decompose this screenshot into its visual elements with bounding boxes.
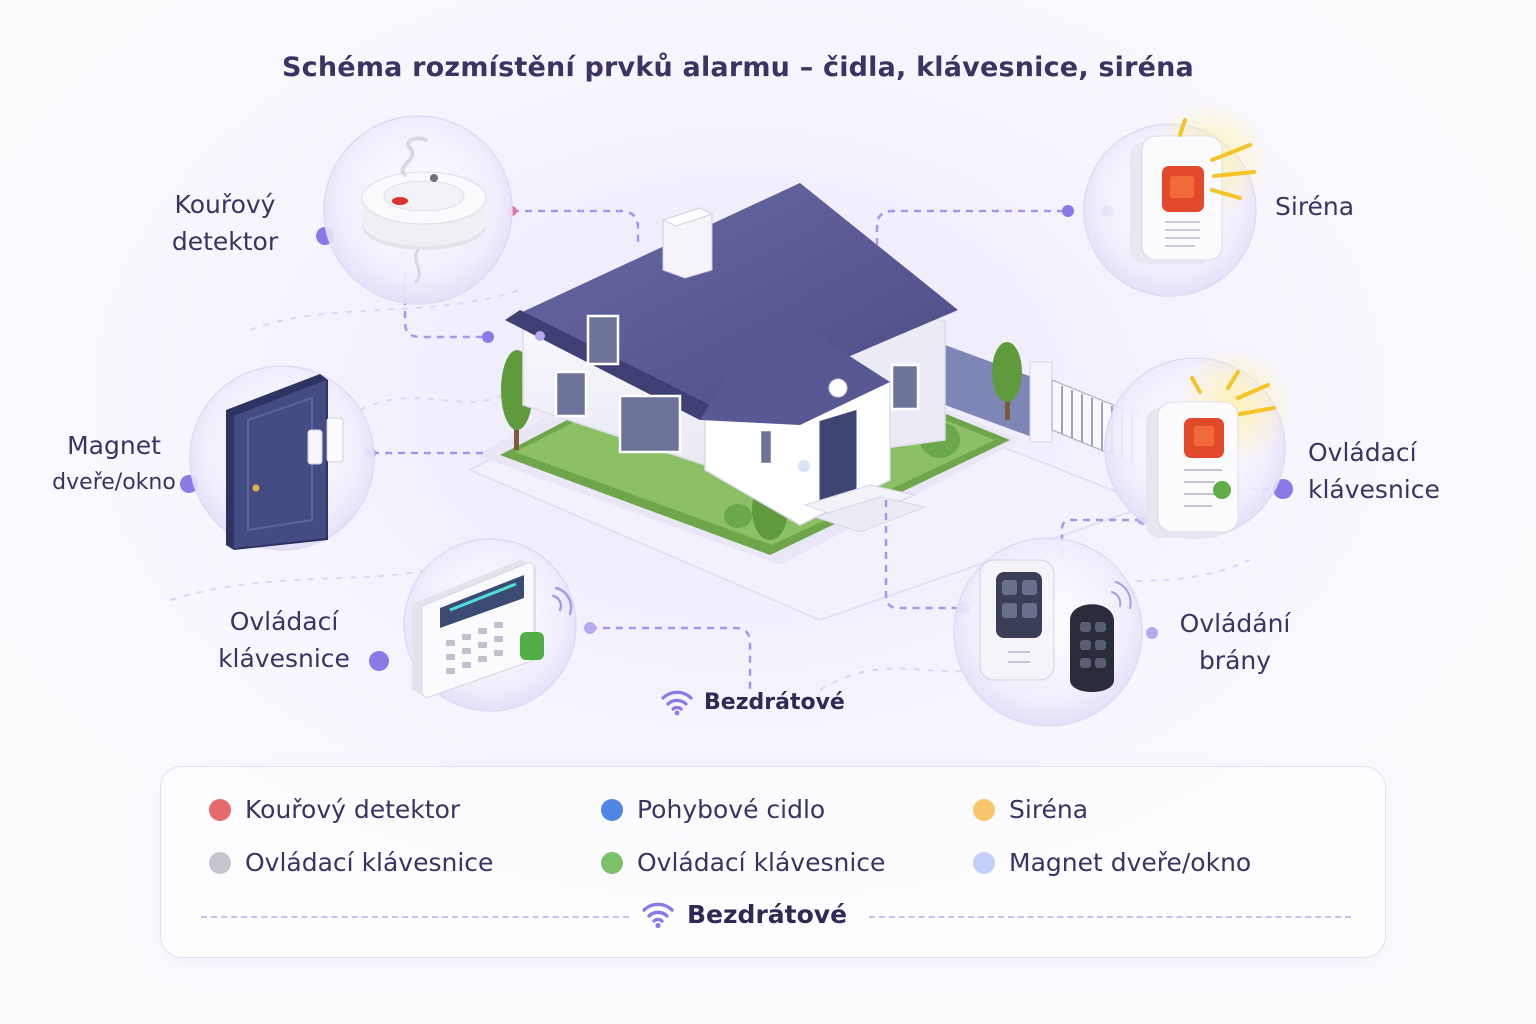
legend-swatch [209,851,231,874]
legend: Kouřový detektor Pohybové cidlo Siréna O… [160,766,1386,958]
legend-item: Ovládací klávesnice [601,848,885,877]
legend-divider [201,916,629,918]
siren-bubble [1083,100,1270,297]
legend-swatch [601,851,623,874]
door-magnet-bubble [189,365,375,551]
legend-wireless: Bezdrátové [641,899,847,929]
smoke-detector-icon [361,136,487,284]
legend-swatch [209,798,231,821]
gate-remote-bubble [953,537,1143,727]
keypad-left-bubble [403,538,577,712]
legend-item: Ovládací klávesnice [209,848,493,877]
smoke-detector-bubble [323,115,513,305]
label-keypad-left: Ovládací klávesnice [218,607,350,673]
house-icon [505,183,958,533]
label-siren: Siréna [1275,192,1355,221]
legend-item: Kouřový detektor [209,795,460,824]
wall-keypad-icon [1146,370,1276,538]
legend-swatch [973,798,995,821]
label-gate-control: Ovládání brány [1179,609,1291,675]
label-door-magnet: Magnet dveře/okno [52,431,176,495]
legend-swatch [601,798,623,821]
legend-wireless-row: Bezdrátové [201,899,1351,935]
page-title: Schéma rozmístění prvků alarmu – čidla, … [282,52,1194,83]
gate-remote-icon [979,559,1132,692]
legend-item: Siréna [973,795,1088,824]
legend-item: Magnet dveře/okno [973,848,1251,877]
wifi-icon [661,690,693,716]
alarm-keypad-icon [412,560,573,699]
door-magnet-icon [226,374,344,550]
legend-item: Pohybové cidlo [601,795,825,824]
legend-divider [869,916,1351,918]
wireless-label: Bezdrátové [660,688,845,716]
label-smoke-detector: Kouřový detektor [171,190,279,256]
wifi-icon [642,902,674,929]
siren-icon [1130,118,1256,264]
legend-swatch [973,851,995,874]
label-keypad-right: Ovládací klávesnice [1308,438,1440,504]
keypad-right-bubble [1104,347,1293,539]
